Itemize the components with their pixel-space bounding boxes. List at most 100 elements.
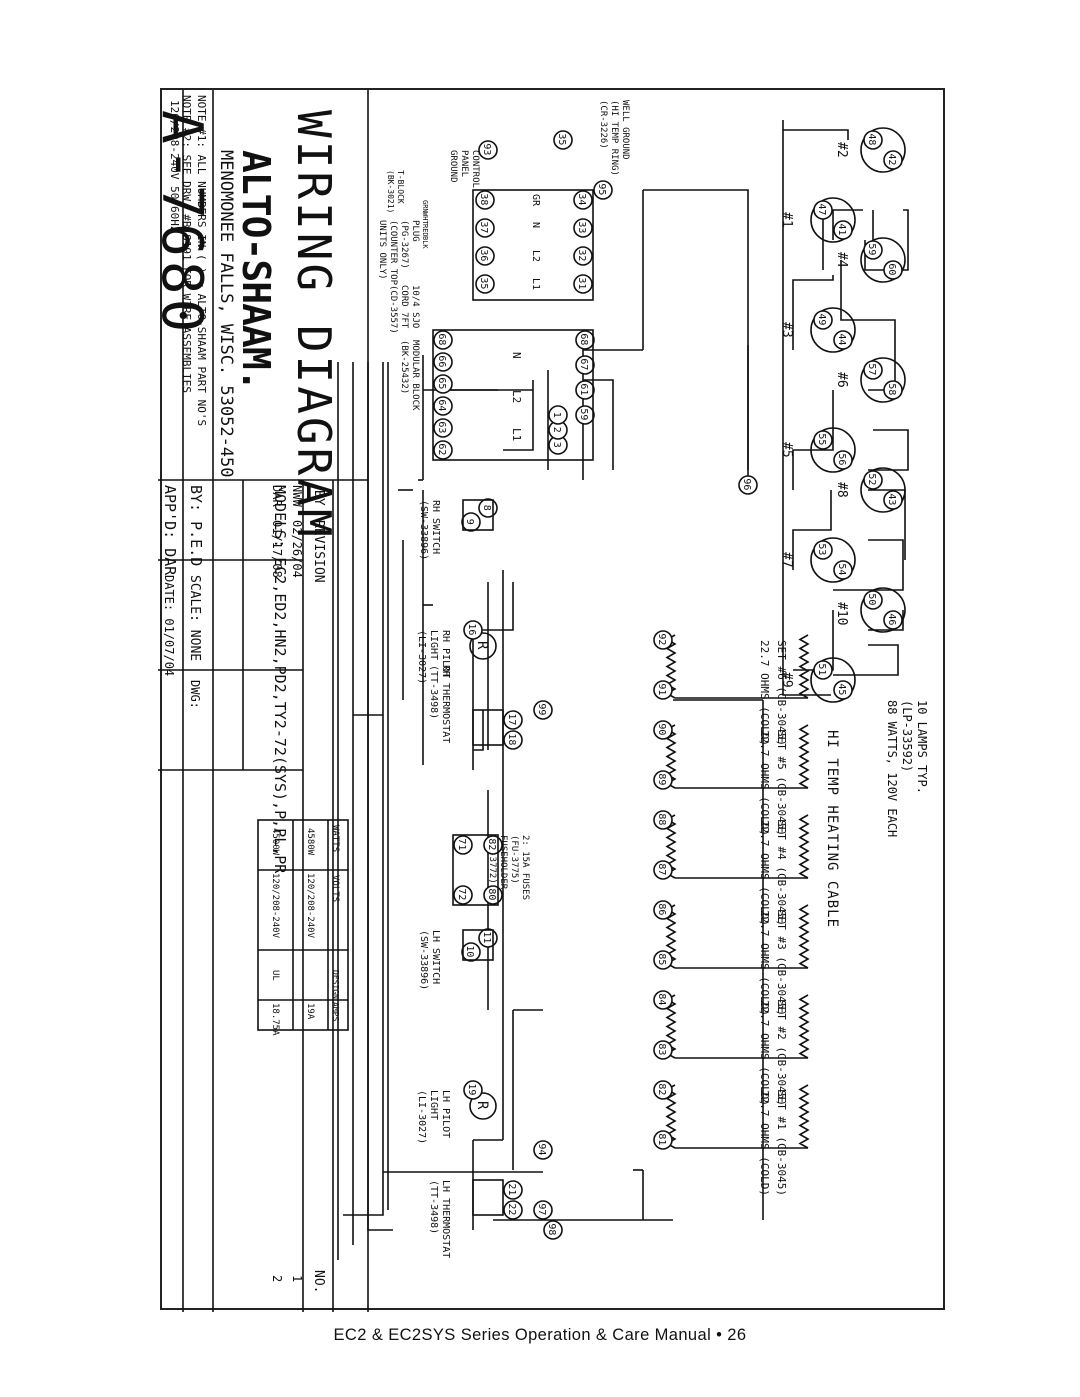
lamp-terminal-label: 53 xyxy=(816,543,827,555)
well-ground-node-circle xyxy=(553,130,573,150)
heating-cable-set-label: SET #4 (CB-3045) xyxy=(775,820,788,926)
tblock-label: (BK-3021) xyxy=(386,170,395,213)
heating-cable-set-label: SET #3 (CB-3045) xyxy=(775,910,788,1016)
fuse-node-label: 80 xyxy=(486,888,497,900)
rh-switch-label: (SW-33896) xyxy=(418,500,429,560)
modular-top2-node-circle xyxy=(548,405,568,425)
heating-cable-ohms-label: 22.7 OHMS (COLD) xyxy=(758,1000,771,1106)
terminal-top-node-circle xyxy=(573,246,593,266)
spec-header-volts: VOLTS xyxy=(330,875,340,902)
revision-number: 1 xyxy=(290,1275,304,1282)
well-ground-label: WELL GROUND xyxy=(620,100,630,160)
lamp-terminal-label: 60 xyxy=(886,263,897,275)
lamp-number: #1 xyxy=(779,212,794,228)
lamp-number: #3 xyxy=(779,322,794,338)
cord-label: (CD-3557) xyxy=(388,285,398,334)
heating-cable-set-label: SET #1 (CB-3045) xyxy=(775,1090,788,1196)
modular-block-label: (BK-25432) xyxy=(399,340,409,394)
lamp-terminal-circle xyxy=(833,220,853,240)
rh-thermostat-label: (TT-3498) xyxy=(428,665,439,719)
terminal-mid-label: L2 xyxy=(530,250,541,262)
rh-pilot-label: (LI-3027) xyxy=(416,630,427,684)
lamp-terminal-label: 50 xyxy=(866,593,877,605)
junction-node-circle xyxy=(738,475,758,495)
spec-amps: 19A xyxy=(305,1003,315,1020)
modular-top2-node-label: 1 xyxy=(551,412,562,418)
date-field: DATE: 01/07/04 xyxy=(162,575,176,676)
heating-cable-set-label: SET #5 (CB-3045) xyxy=(775,730,788,836)
heating-cable-terminal-label: 92 xyxy=(656,633,667,645)
lh-pilot-label: (LI-3027) xyxy=(416,1090,427,1144)
note-2: NOTE #2: SEE DRW. #B-8191 FOR WIRE ASSEM… xyxy=(180,95,193,393)
well-ground-label: (CR-3226) xyxy=(598,100,608,149)
cord-label: CORD 7FT xyxy=(399,285,409,329)
lamp-terminal-circle xyxy=(883,610,903,630)
junction-node-label: 97 xyxy=(536,1203,547,1215)
lamp-terminal-label: 41 xyxy=(836,223,847,235)
heating-cable-set-label: SET #6 (CB-3045) xyxy=(775,640,788,746)
lh-switch-label: (SW-33896) xyxy=(418,930,429,990)
heating-cable-title: HI TEMP HEATING CABLE xyxy=(824,730,840,928)
lamp-terminal-label: 56 xyxy=(836,453,847,465)
terminal-bottom-node-circle xyxy=(475,246,495,266)
heating-cable-coil xyxy=(798,724,810,789)
lh-switch-label: LH SWITCH xyxy=(430,930,441,984)
lamp-body xyxy=(860,467,906,513)
rh-switch-node-label: 9 xyxy=(464,519,475,525)
power-rating: 120/208-240V 50/60HZ xyxy=(168,100,181,233)
terminal-top-node-circle xyxy=(573,274,593,294)
heating-cable-terminal-circle xyxy=(653,1080,673,1100)
terminal-top-node-label: 34 xyxy=(576,193,587,205)
well-ground-label: (HI TEMP RING) xyxy=(609,100,619,176)
lh-switch-node-label: 10 xyxy=(464,945,475,957)
modular-top-node-label: 67 xyxy=(578,358,589,370)
lamp-number: #2 xyxy=(834,142,849,158)
lamp-terminal-label: 44 xyxy=(836,333,847,345)
fuses-label: FUSEHOLDER xyxy=(498,835,508,890)
junction-node-circle xyxy=(543,1220,563,1240)
lamp-terminal-label: 48 xyxy=(866,133,877,145)
spec-header-watts: WATTS xyxy=(330,825,340,852)
lamp-terminal-circle xyxy=(863,360,883,380)
terminal-top-node-label: 31 xyxy=(576,277,587,289)
lamp-terminal-label: 55 xyxy=(816,433,827,445)
lamp-number: #4 xyxy=(834,252,849,268)
models-line: MODELS: EC2,ED2,HN2,PD2,TY2-72(SYS),P,PL… xyxy=(271,485,289,874)
revision-number: 2 xyxy=(270,1275,284,1282)
fuse-node-label: 72 xyxy=(456,888,467,900)
fuses-label: (FU-3775) xyxy=(509,835,519,884)
modular-bottom-node-circle xyxy=(433,396,453,416)
lamp-number: #8 xyxy=(834,482,849,498)
brand-logo: ALTO-SHAAM. xyxy=(234,150,278,391)
plug-label: UNITS ONLY) xyxy=(377,220,387,280)
lamp-terminal-circle xyxy=(883,150,903,170)
lamp-terminal-circle xyxy=(883,380,903,400)
modular-bottom-node-label: 65 xyxy=(436,377,447,389)
heating-cable-terminal-label: 83 xyxy=(656,1043,667,1055)
lamp-body xyxy=(810,307,856,353)
rh-thermostat-node-label: 18 xyxy=(506,733,517,745)
plug-label: (COUNTER TOP xyxy=(388,220,398,286)
rh-pilot-lamp xyxy=(469,632,497,660)
lamp-terminal-circle xyxy=(833,330,853,350)
heating-cable-terminal-circle xyxy=(653,1130,673,1150)
terminal-bottom-node-label: 37 xyxy=(478,221,489,233)
appd-field: APP'D: DAR xyxy=(161,485,179,576)
lamp-terminal-label: 46 xyxy=(886,613,897,625)
terminal-bottom-node-circle xyxy=(475,274,495,294)
lh-pilot-label: LIGHT xyxy=(428,1090,439,1120)
heating-cable-terminal-label: 81 xyxy=(656,1133,667,1145)
lamp-terminal-circle xyxy=(863,470,883,490)
spec-volts: 120/208-240V xyxy=(270,873,280,939)
modular-bottom-node-circle xyxy=(433,352,453,372)
heating-cable-terminal-circle xyxy=(653,680,673,700)
lamp-number: #9 xyxy=(779,672,794,688)
wires xyxy=(337,120,909,1260)
modular-mid-label: L1 xyxy=(510,428,523,441)
modular-top-node-circle xyxy=(575,355,595,375)
terminal-top-node-circle xyxy=(573,190,593,210)
page-footer: EC2 & EC2SYS Series Operation & Care Man… xyxy=(333,1326,747,1344)
junction-node-label: 98 xyxy=(546,1223,557,1235)
heating-cable-terminal-circle xyxy=(653,900,673,920)
